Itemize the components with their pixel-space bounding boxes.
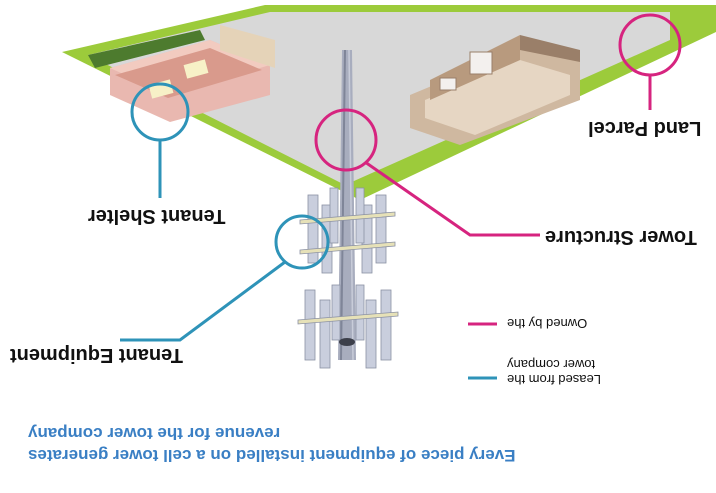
tower-mast — [338, 49, 356, 361]
label-tenant-shelter: Tenant Shelter — [88, 205, 226, 227]
legend-owned-text: Owned by the — [507, 316, 588, 331]
legend-leased-line1: Leased from the — [507, 372, 601, 387]
land-parcel-callout — [618, 13, 682, 110]
caption-line1: Every piece of equipment installed on a … — [28, 446, 516, 465]
tenant-shelter-callout — [130, 82, 190, 198]
label-tower-structure: Tower Structure — [545, 226, 697, 248]
caption-line2: revenue for the tower company — [28, 424, 281, 443]
tower-structure-callout — [314, 108, 540, 237]
hedge — [88, 30, 205, 68]
label-tenant-equipment: Tenant Equipment — [10, 344, 183, 366]
legend-leased-line2: tower company — [507, 357, 596, 372]
lower-antenna-array — [297, 284, 399, 369]
land-parcel-building — [410, 35, 580, 145]
tenant-equipment-callout — [120, 214, 330, 342]
label-land-parcel: Land Parcel — [588, 117, 702, 139]
